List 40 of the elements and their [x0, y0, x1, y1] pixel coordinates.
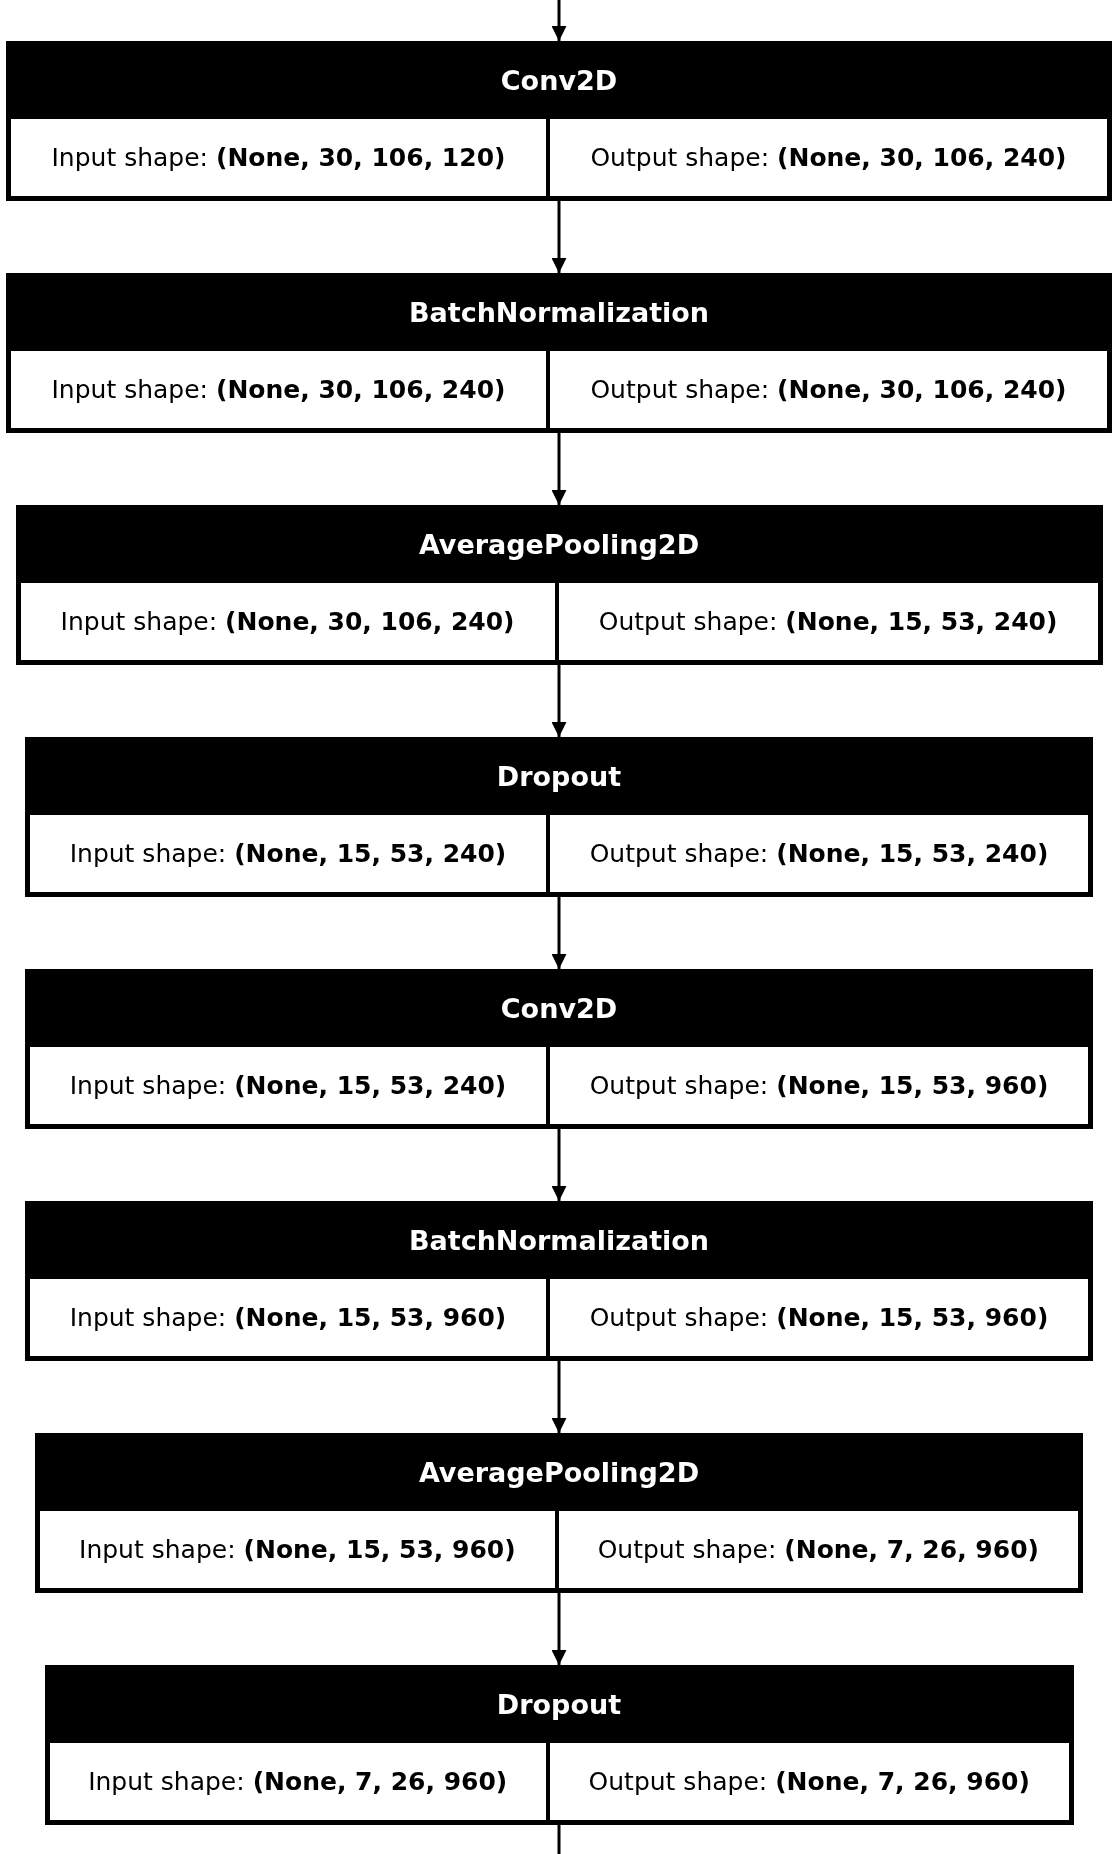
- arrow: [551, 0, 567, 41]
- arrow: [551, 1361, 567, 1433]
- layer-name: BatchNormalization: [407, 1223, 711, 1258]
- shape-text: Output shape: (None, 7, 26, 960): [588, 1767, 1030, 1796]
- arrow: [551, 897, 567, 969]
- layer-name: Conv2D: [499, 991, 619, 1026]
- shape-text: Output shape: (None, 30, 106, 240): [590, 143, 1067, 172]
- layer-name: BatchNormalization: [407, 295, 711, 330]
- shape-text: Input shape: (None, 15, 53, 240): [69, 839, 507, 868]
- shape-text: Output shape: (None, 15, 53, 960): [589, 1303, 1049, 1332]
- layer-name: AveragePooling2D: [417, 1455, 701, 1490]
- layer-box: [25, 1201, 1093, 1361]
- arrow: [551, 433, 567, 505]
- shape-text: Input shape: (None, 30, 106, 240): [60, 607, 515, 636]
- arrow: [551, 665, 567, 737]
- layer-box: [25, 737, 1093, 897]
- layer-box: [44, 1665, 1074, 1825]
- layer-name: AveragePooling2D: [417, 527, 701, 562]
- layer-box: [15, 505, 1103, 665]
- shape-text: Output shape: (None, 15, 53, 240): [598, 607, 1058, 636]
- shape-text: Input shape: (None, 7, 26, 960): [88, 1767, 508, 1796]
- shape-text: Output shape: (None, 15, 53, 960): [589, 1071, 1049, 1100]
- shape-text: Output shape: (None, 7, 26, 960): [597, 1535, 1039, 1564]
- layer-box: [6, 273, 1112, 433]
- arrow: [551, 201, 567, 273]
- shape-text: Input shape: (None, 15, 53, 960): [69, 1303, 507, 1332]
- shape-text: Input shape: (None, 15, 53, 960): [79, 1535, 516, 1564]
- shape-text: Input shape: (None, 15, 53, 240): [69, 1071, 507, 1100]
- layer-name: Dropout: [495, 1687, 623, 1722]
- shape-text: Input shape: (None, 30, 106, 240): [51, 375, 506, 404]
- arrow: [551, 1129, 567, 1201]
- layer-box: [6, 41, 1112, 201]
- shape-text: Output shape: (None, 30, 106, 240): [590, 375, 1067, 404]
- layer-name: Dropout: [495, 759, 623, 794]
- layer-box: [25, 969, 1093, 1129]
- arrow: [551, 1593, 567, 1665]
- layer-name: Conv2D: [499, 63, 619, 98]
- shape-text: Input shape: (None, 30, 106, 120): [51, 143, 506, 172]
- layer-box: [35, 1433, 1083, 1593]
- shape-text: Output shape: (None, 15, 53, 240): [589, 839, 1049, 868]
